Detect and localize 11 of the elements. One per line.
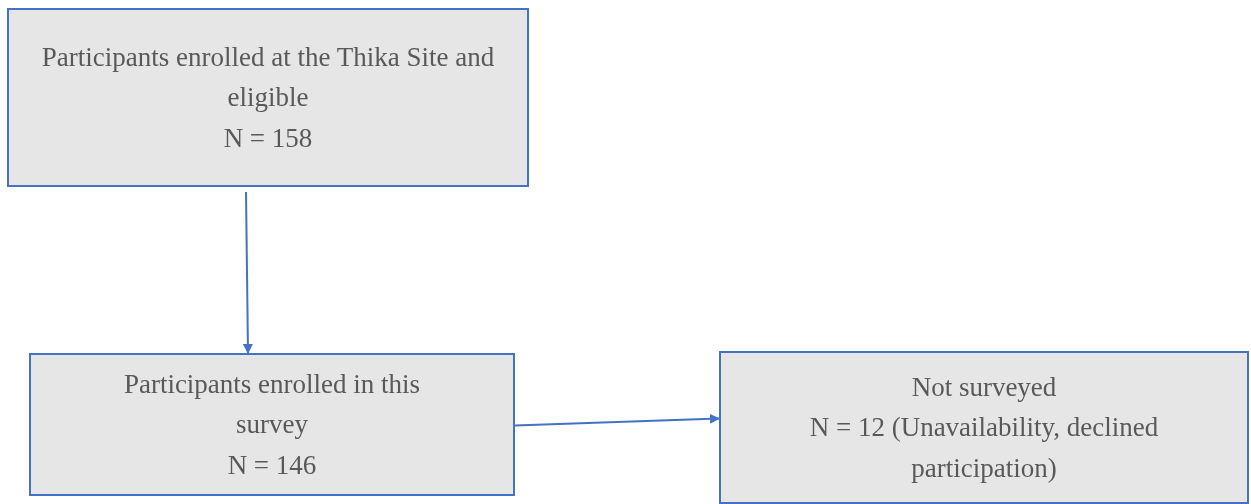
process-box [7, 8, 529, 187]
arrow [242, 191, 253, 354]
count-text: N = 146 [227, 448, 317, 482]
count-text: N = 12 (Unavailability, declined participation) [808, 411, 1160, 485]
box-heading: Participants enrolled in this survey [122, 367, 422, 442]
box-heading: Not surveyed [911, 370, 1057, 404]
arrow [514, 413, 720, 427]
process-box [719, 351, 1249, 504]
count-text: N = 158 [223, 121, 313, 155]
process-box [29, 353, 515, 496]
box-heading: Participants enrolled at the Thika Site and eligible [40, 40, 496, 115]
